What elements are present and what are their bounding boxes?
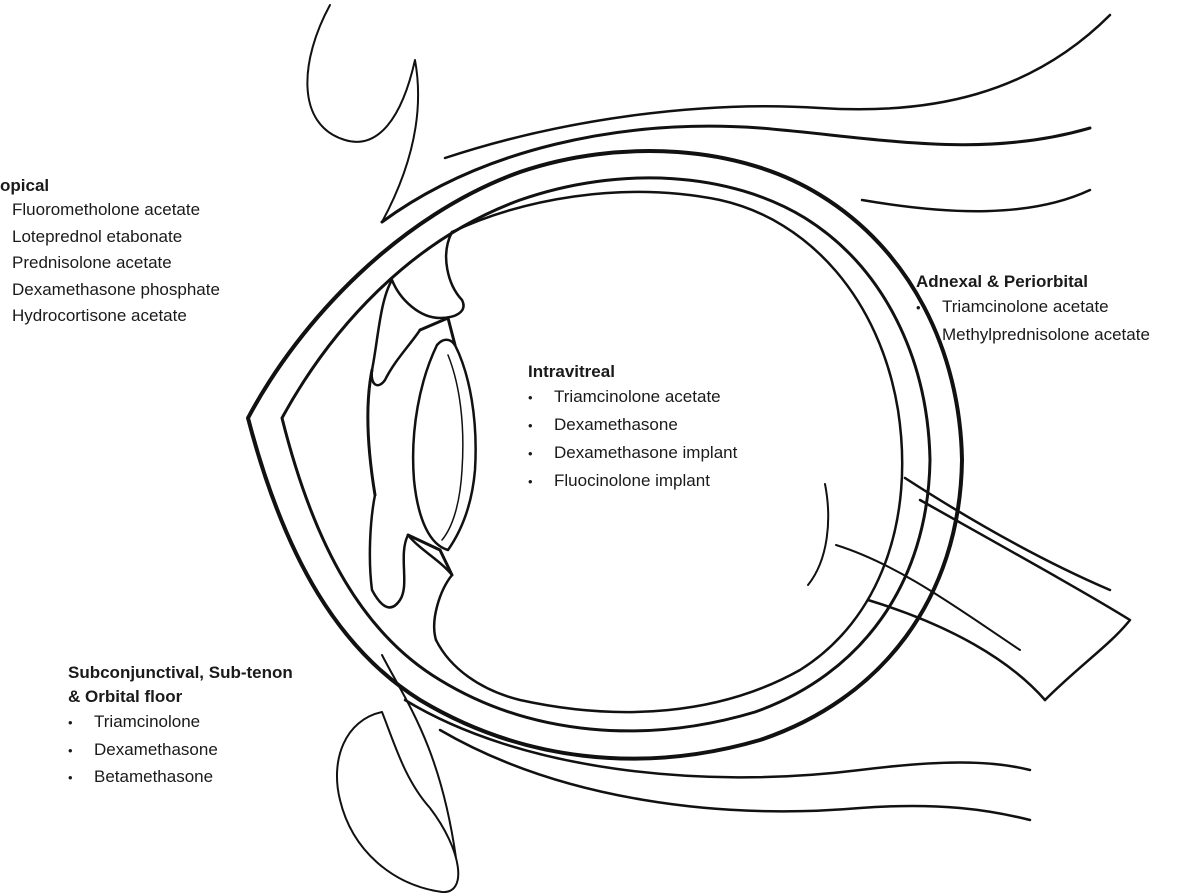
lens-capsule — [441, 354, 464, 541]
cornea-edge — [366, 368, 377, 497]
topical-drug-list: Fluorometholone acetate Loteprednol etab… — [0, 197, 220, 330]
list-item: Betamethasone — [68, 764, 293, 792]
orbital-line-upper-1 — [380, 124, 1092, 224]
lower-eyelid — [336, 654, 460, 893]
subconjunctival-title-line1: Subconjunctival, Sub-tenon — [68, 663, 293, 682]
optic-disc — [807, 483, 830, 586]
list-item: Dexamethasone — [68, 737, 293, 765]
lens — [411, 338, 477, 552]
list-item: Methylprednisolone acetate — [942, 325, 1150, 344]
ciliary-body-upper — [418, 316, 457, 347]
subconjunctival-drug-list: Triamcinolone Dexamethasone Betamethason… — [68, 709, 293, 792]
intravitreal-title: Intravitreal — [528, 362, 615, 381]
optic-nerve-lower — [866, 598, 1047, 702]
retina-layer — [434, 190, 904, 714]
list-item: Triamcinolone acetate — [916, 293, 1150, 321]
iris-upper — [370, 230, 465, 387]
list-item: Dexamethasone implant — [528, 439, 737, 467]
orbital-line-upper-3 — [860, 188, 1092, 213]
subconjunctival-label-group: Subconjunctival, Sub-tenon & Orbital flo… — [68, 661, 293, 792]
list-item: Triamcinolone acetate — [528, 383, 737, 411]
optic-nerve-upper — [903, 476, 1112, 592]
topical-title: opical — [0, 176, 50, 195]
orbital-line-upper-2 — [443, 13, 1112, 160]
topical-label-group: opical Fluorometholone acetate Lotepredn… — [0, 175, 220, 330]
list-item: Dexamethasone phosphate — [12, 279, 220, 299]
ciliary-body-lower — [406, 533, 454, 577]
orbital-line-lower-2 — [438, 728, 1032, 822]
iris-lower — [368, 493, 454, 642]
orbital-line-lower-1 — [403, 698, 1032, 779]
optic-nerve-inner — [835, 544, 1021, 651]
optic-nerve-outer — [918, 498, 1132, 702]
subconjunctival-title-line2: & Orbital floor — [68, 687, 183, 706]
sclera-outer — [246, 149, 964, 761]
adnexal-title: Adnexal & Periorbital — [916, 272, 1088, 291]
intravitreal-drug-list: Triamcinolone acetate Dexamethasone Dexa… — [528, 383, 737, 495]
intravitreal-label-group: Intravitreal Triamcinolone acetate Dexam… — [528, 361, 737, 495]
upper-eyelid — [306, 4, 420, 223]
list-item: Dexamethasone — [528, 411, 737, 439]
list-item: Prednisolone acetate — [12, 253, 172, 272]
list-item: Hydrocortisone acetate — [12, 306, 187, 325]
list-item: Fluorometholone acetate — [12, 200, 201, 219]
adnexal-drug-list: Triamcinolone acetate — [916, 293, 1150, 321]
adnexal-label-group: Adnexal & Periorbital Triamcinolone acet… — [916, 271, 1150, 348]
list-item: Triamcinolone — [68, 709, 293, 737]
list-item: Fluocinolone implant — [528, 467, 737, 495]
list-item: Loteprednol etabonate — [12, 226, 183, 246]
choroid-layer — [280, 176, 932, 733]
